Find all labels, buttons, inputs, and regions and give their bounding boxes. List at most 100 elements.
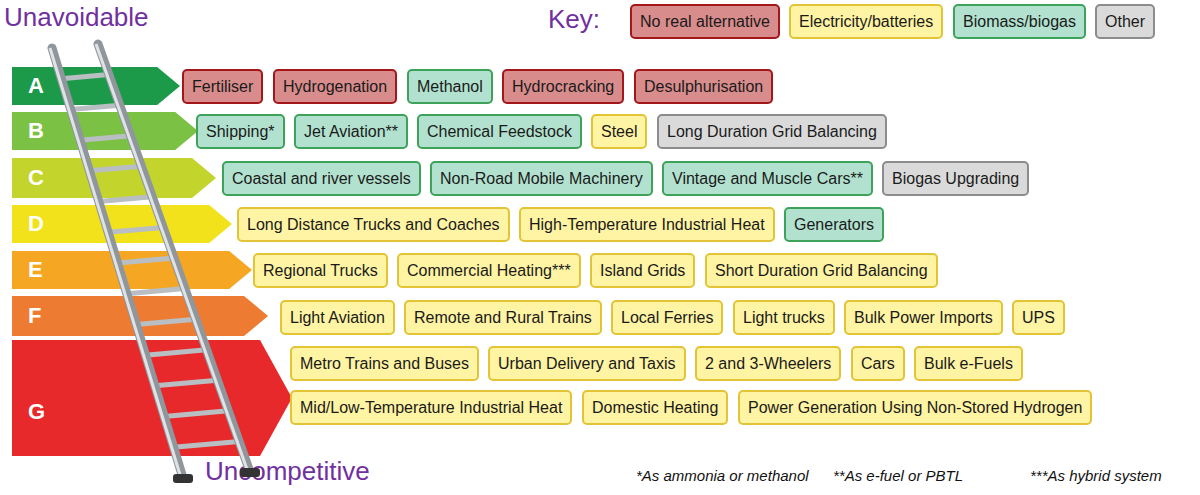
footnote: ***As hybrid system xyxy=(1030,467,1162,484)
rating-band: C xyxy=(12,158,216,198)
rating-band: A xyxy=(12,67,180,105)
category-box: UPS xyxy=(1012,300,1065,335)
category-box: Methanol xyxy=(407,69,493,104)
band-letter: E xyxy=(28,257,43,283)
band-arrow xyxy=(12,296,268,336)
category-box: Metro Trains and Buses xyxy=(290,346,479,381)
box-label: Bulk Power Imports xyxy=(854,309,993,327)
box-label: Chemical Feedstock xyxy=(427,123,572,141)
box-label: Light trucks xyxy=(743,309,825,327)
box-label: Cars xyxy=(861,355,895,373)
box-label: Mid/Low-Temperature Industrial Heat xyxy=(300,399,562,417)
category-box: 2 and 3-Wheelers xyxy=(695,346,841,381)
band-letter: A xyxy=(28,73,44,99)
category-box: Remote and Rural Trains xyxy=(404,300,602,335)
box-label: Shipping* xyxy=(206,123,275,141)
band-shape xyxy=(12,205,232,243)
bottom-label: Uncompetitive xyxy=(205,456,370,487)
category-box: Cars xyxy=(851,346,905,381)
legend-swatch: No real alternative xyxy=(630,4,780,39)
rating-band: E xyxy=(12,251,252,289)
category-box: Steel xyxy=(591,114,647,149)
band-letter: F xyxy=(28,303,41,329)
category-box: Light Aviation xyxy=(280,300,395,335)
category-box: Light trucks xyxy=(733,300,835,335)
category-box: Generators xyxy=(784,207,884,242)
box-label: UPS xyxy=(1022,309,1055,327)
band-letter: D xyxy=(28,211,44,237)
category-box: Short Duration Grid Balancing xyxy=(705,253,938,288)
box-label: Metro Trains and Buses xyxy=(300,355,469,373)
category-box: Long Duration Grid Balancing xyxy=(657,114,887,149)
band-shape xyxy=(12,112,198,150)
legend-text: No real alternative xyxy=(640,13,770,31)
rating-band: G xyxy=(12,340,292,456)
category-box: Local Ferries xyxy=(611,300,723,335)
box-label: Methanol xyxy=(417,78,483,96)
box-label: Coastal and river vessels xyxy=(232,170,411,188)
box-label: Hydrogenation xyxy=(283,78,387,96)
top-label: Unavoidable xyxy=(4,2,149,33)
footnote: *As ammonia or methanol xyxy=(636,467,809,484)
band-arrow xyxy=(12,251,252,289)
rating-band: B xyxy=(12,112,198,150)
box-label: 2 and 3-Wheelers xyxy=(705,355,831,373)
box-label: Regional Trucks xyxy=(263,262,378,280)
category-box: Bulk Power Imports xyxy=(844,300,1003,335)
category-box: Hydrocracking xyxy=(502,69,624,104)
band-letter: C xyxy=(28,165,44,191)
category-box: Island Grids xyxy=(590,253,695,288)
box-label: Long Duration Grid Balancing xyxy=(667,123,877,141)
box-label: Non-Road Mobile Machinery xyxy=(440,170,643,188)
ladder-rung xyxy=(127,289,185,294)
box-label: Bulk e-Fuels xyxy=(924,355,1013,373)
box-label: Biogas Upgrading xyxy=(892,170,1019,188)
category-box: Long Distance Trucks and Coaches xyxy=(237,207,510,242)
category-box: Mid/Low-Temperature Industrial Heat xyxy=(290,390,572,425)
category-box: Power Generation Using Non-Stored Hydrog… xyxy=(738,390,1092,425)
band-shape xyxy=(12,340,292,456)
legend-swatch: Electricity/batteries xyxy=(789,4,943,39)
category-box: High-Temperature Industrial Heat xyxy=(519,207,775,242)
category-box: Chemical Feedstock xyxy=(417,114,582,149)
box-label: Island Grids xyxy=(600,262,685,280)
legend-swatch: Biomass/biogas xyxy=(953,4,1086,39)
box-label: Hydrocracking xyxy=(512,78,614,96)
rating-band: F xyxy=(12,296,268,336)
band-shape xyxy=(12,251,252,289)
category-box: Jet Aviation** xyxy=(294,114,408,149)
box-label: Long Distance Trucks and Coaches xyxy=(247,216,500,234)
category-box: Bulk e-Fuels xyxy=(914,346,1023,381)
category-box: Commercial Heating*** xyxy=(397,253,581,288)
box-label: Desulphurisation xyxy=(644,78,763,96)
box-label: Urban Delivery and Taxis xyxy=(498,355,676,373)
band-shape xyxy=(12,158,216,198)
box-label: Fertiliser xyxy=(192,78,253,96)
legend-text: Biomass/biogas xyxy=(963,13,1076,31)
category-box: Biogas Upgrading xyxy=(882,161,1029,196)
legend-text: Electricity/batteries xyxy=(799,13,933,31)
band-arrow xyxy=(12,340,292,456)
footnote: **As e-fuel or PBTL xyxy=(833,467,963,484)
category-box: Desulphurisation xyxy=(634,69,773,104)
box-label: Jet Aviation** xyxy=(304,123,398,141)
category-box: Coastal and river vessels xyxy=(222,161,421,196)
legend-text: Other xyxy=(1105,13,1145,31)
band-shape xyxy=(12,296,268,336)
box-label: Domestic Heating xyxy=(592,399,718,417)
band-letter: B xyxy=(28,118,44,144)
key-heading: Key: xyxy=(548,4,600,35)
box-label: Local Ferries xyxy=(621,309,713,327)
ladder-rung xyxy=(71,105,120,109)
legend-swatch: Other xyxy=(1095,4,1155,39)
category-box: Vintage and Muscle Cars** xyxy=(662,161,873,196)
box-label: High-Temperature Industrial Heat xyxy=(529,216,765,234)
category-box: Fertiliser xyxy=(182,69,263,104)
box-label: Short Duration Grid Balancing xyxy=(715,262,928,280)
rating-band: D xyxy=(12,205,232,243)
box-label: Remote and Rural Trains xyxy=(414,309,592,327)
box-label: Light Aviation xyxy=(290,309,385,327)
box-label: Vintage and Muscle Cars** xyxy=(672,170,863,188)
category-box: Shipping* xyxy=(196,114,285,149)
band-letter: G xyxy=(28,399,45,425)
